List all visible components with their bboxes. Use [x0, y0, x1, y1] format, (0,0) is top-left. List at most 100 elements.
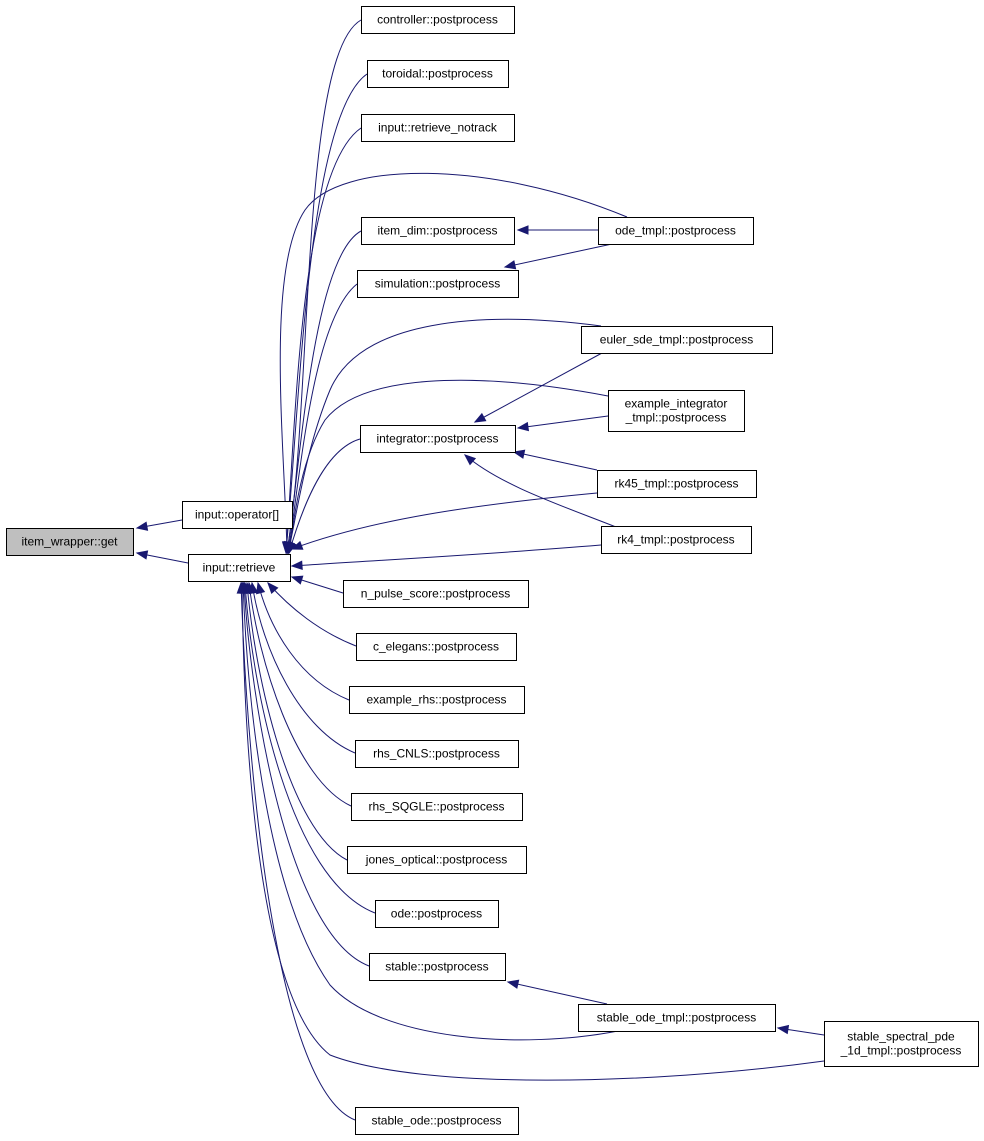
- node-label: example_rhs::postprocess: [366, 693, 506, 707]
- edge-ode-tmpl-pp-to-item-dim-pp: [516, 225, 598, 235]
- node-ode-tmpl-pp[interactable]: ode_tmpl::postprocess: [598, 217, 754, 245]
- arrowhead-icon: [516, 421, 530, 432]
- node-box: [608, 390, 745, 432]
- node-rk45-tmpl-pp[interactable]: rk45_tmpl::postprocess: [597, 470, 757, 498]
- node-label: input::retrieve: [203, 561, 276, 575]
- node-input-retrieve[interactable]: input::retrieve: [188, 554, 291, 582]
- edge-c-elegans-pp-to-input-retrieve: [267, 581, 357, 647]
- arrowhead-icon: [135, 521, 149, 531]
- node-box: [355, 740, 519, 768]
- edge-line: [291, 492, 598, 550]
- node-box: [343, 580, 529, 608]
- node-toroidal-pp[interactable]: toroidal::postprocess: [367, 60, 509, 88]
- edge-line: [257, 582, 350, 701]
- edge-line: [240, 582, 356, 1121]
- edge-line: [288, 438, 361, 554]
- edge-line: [287, 283, 358, 554]
- edge-line: [241, 582, 825, 1081]
- node-label: n_pulse_score::postprocess: [361, 587, 510, 601]
- node-simulation-pp[interactable]: simulation::postprocess: [357, 270, 519, 298]
- node-box: [375, 900, 499, 928]
- node-box: [369, 953, 506, 981]
- node-input-operator[interactable]: input::operator[]: [182, 501, 293, 529]
- node-label: input::retrieve_notrack: [378, 121, 498, 135]
- node-label: example_integrator: [625, 397, 728, 411]
- edge-rk45-tmpl-pp-to-input-retrieve: [290, 492, 598, 550]
- edge-line: [504, 243, 613, 268]
- node-integrator-pp[interactable]: integrator::postprocess: [360, 425, 516, 453]
- arrowhead-icon: [473, 412, 487, 423]
- arrowhead-icon: [256, 581, 266, 595]
- edge-line: [474, 352, 603, 423]
- arrowhead-icon: [135, 550, 149, 560]
- node-label: stable::postprocess: [385, 960, 488, 974]
- edge-line: [291, 544, 602, 567]
- edge-input-operator-to-item-wrapper-get: [135, 519, 183, 531]
- arrowhead-icon: [236, 581, 247, 594]
- node-rk4-tmpl-pp[interactable]: rk4_tmpl::postprocess: [601, 526, 752, 554]
- node-rhs-cnls-pp[interactable]: rhs_CNLS::postprocess: [355, 740, 519, 768]
- node-label: stable_spectral_pde: [847, 1030, 955, 1044]
- edge-stable-spectral-pde-1d-tmpl-pp-to-stable-ode-tmpl-pp: [776, 1024, 825, 1036]
- node-label: _1d_tmpl::postprocess: [840, 1044, 962, 1058]
- node-box: [347, 846, 527, 874]
- node-label: ode_tmpl::postprocess: [615, 224, 736, 238]
- edge-rk4-tmpl-pp-to-integrator-pp: [463, 454, 617, 528]
- arrowhead-icon: [516, 225, 529, 235]
- node-label: c_elegans::postprocess: [373, 640, 499, 654]
- edge-ode-tmpl-pp-to-simulation-pp: [503, 243, 613, 270]
- edge-jones-optical-pp-to-input-retrieve: [243, 581, 348, 861]
- arrowhead-icon: [463, 454, 477, 466]
- arrowhead-icon: [512, 449, 526, 459]
- node-item-dim-pp[interactable]: item_dim::postprocess: [361, 217, 515, 245]
- arrowhead-icon: [290, 560, 303, 571]
- arrowhead-icon: [506, 979, 520, 989]
- node-label: item_wrapper::get: [21, 535, 118, 549]
- node-label: controller::postprocess: [377, 13, 498, 27]
- node-label: stable_ode_tmpl::postprocess: [597, 1011, 756, 1025]
- node-stable-pp[interactable]: stable::postprocess: [369, 953, 506, 981]
- node-label: rk45_tmpl::postprocess: [614, 477, 738, 491]
- node-box: [824, 1021, 979, 1067]
- arrowhead-icon: [290, 575, 304, 585]
- node-n-pulse-score-pp[interactable]: n_pulse_score::postprocess: [343, 580, 529, 608]
- node-stable-spectral-pde-1d-tmpl-pp[interactable]: stable_spectral_pde_1d_tmpl::postprocess: [824, 1021, 979, 1067]
- edge-line: [288, 379, 609, 554]
- node-c-elegans-pp[interactable]: c_elegans::postprocess: [356, 633, 517, 661]
- node-label: jones_optical::postprocess: [365, 853, 507, 867]
- edge-line: [279, 172, 628, 553]
- edge-rk45-tmpl-pp-to-integrator-pp: [512, 449, 598, 471]
- arrowhead-icon: [776, 1024, 790, 1035]
- node-box: [361, 6, 515, 34]
- node-example-rhs-pp[interactable]: example_rhs::postprocess: [349, 686, 525, 714]
- node-box: [351, 793, 523, 821]
- node-ode-pp[interactable]: ode::postprocess: [375, 900, 499, 928]
- node-stable-ode-pp[interactable]: stable_ode::postprocess: [355, 1107, 519, 1135]
- node-box: [182, 501, 293, 529]
- arrowhead-icon: [503, 260, 517, 270]
- node-euler-sde-tmpl-pp[interactable]: euler_sde_tmpl::postprocess: [581, 326, 773, 354]
- node-example-integrator-tmpl-pp[interactable]: example_integrator_tmpl::postprocess: [608, 390, 745, 432]
- edge-line: [507, 981, 608, 1005]
- edge-stable-ode-pp-to-input-retrieve: [236, 581, 356, 1121]
- node-label: rhs_SQGLE::postprocess: [368, 800, 504, 814]
- edge-euler-sde-tmpl-pp-to-integrator-pp: [473, 352, 603, 423]
- node-controller-pp[interactable]: controller::postprocess: [361, 6, 515, 34]
- node-label: rk4_tmpl::postprocess: [617, 533, 734, 547]
- node-label: integrator::postprocess: [376, 432, 498, 446]
- node-jones-optical-pp[interactable]: jones_optical::postprocess: [347, 846, 527, 874]
- edge-n-pulse-score-pp-to-input-retrieve: [290, 575, 344, 594]
- node-label: toroidal::postprocess: [382, 67, 493, 81]
- edges-layer: [135, 19, 825, 1121]
- arrowhead-icon: [267, 581, 279, 595]
- node-rhs-sqgle-pp[interactable]: rhs_SQGLE::postprocess: [351, 793, 523, 821]
- node-box: [601, 526, 752, 554]
- edge-input-retrieve-to-item-wrapper-get: [135, 550, 189, 564]
- node-box: [597, 470, 757, 498]
- node-stable-ode-tmpl-pp[interactable]: stable_ode_tmpl::postprocess: [578, 1004, 776, 1032]
- node-input-retrieve-notrack[interactable]: input::retrieve_notrack: [361, 114, 515, 142]
- node-box: [361, 114, 515, 142]
- node-box: [367, 60, 509, 88]
- node-box: [6, 528, 134, 556]
- node-item-wrapper-get[interactable]: item_wrapper::get: [6, 528, 134, 556]
